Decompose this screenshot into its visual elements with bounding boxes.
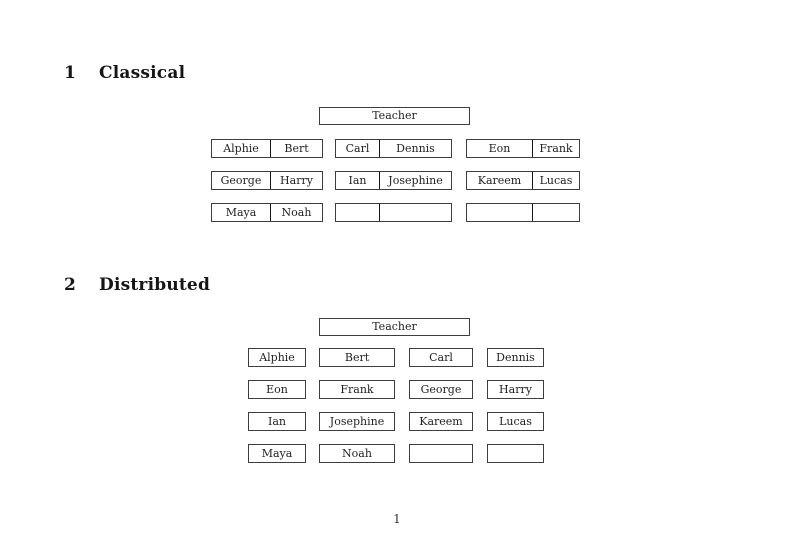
desk: Dennis <box>487 348 544 367</box>
seat <box>379 204 451 221</box>
desk: Kareem Lucas <box>466 171 580 190</box>
desk: George <box>409 380 473 399</box>
seat: Harry <box>270 172 322 189</box>
desk: Bert <box>319 348 395 367</box>
page-number: 1 <box>393 512 401 526</box>
teacher-box: Teacher <box>319 318 470 336</box>
desk: Ian <box>248 412 306 431</box>
seat: Kareem <box>477 174 522 187</box>
seat: Lucas <box>532 172 579 189</box>
section-heading-classical: 1 Classical <box>64 63 185 83</box>
desk: Eon <box>248 380 306 399</box>
seat: George <box>220 174 262 187</box>
desk <box>409 444 473 463</box>
desk: Harry <box>487 380 544 399</box>
desk: Alphie Bert <box>211 139 323 158</box>
desk <box>466 203 580 222</box>
section-number: 1 <box>64 63 77 83</box>
seat: Ian <box>348 174 367 187</box>
desk: George Harry <box>211 171 323 190</box>
seat <box>532 204 579 221</box>
section-number: 2 <box>64 275 77 295</box>
section-title: Classical <box>99 63 186 83</box>
desk: Carl <box>409 348 473 367</box>
seat: Josephine <box>379 172 451 189</box>
seat: Alphie <box>223 142 259 155</box>
seat: Eon <box>488 142 511 155</box>
seat <box>336 204 379 221</box>
desk: Maya <box>248 444 306 463</box>
desk <box>487 444 544 463</box>
desk: Carl Dennis <box>335 139 452 158</box>
teacher-box: Teacher <box>319 107 470 125</box>
seat: Noah <box>270 204 322 221</box>
desk: Kareem <box>409 412 473 431</box>
seat: Dennis <box>379 140 451 157</box>
seat <box>467 204 532 221</box>
section-heading-distributed: 2 Distributed <box>64 275 210 295</box>
seat: Maya <box>225 206 257 219</box>
desk: Lucas <box>487 412 544 431</box>
section-title: Distributed <box>99 275 211 295</box>
desk: Alphie <box>248 348 306 367</box>
desk: Ian Josephine <box>335 171 452 190</box>
desk: Noah <box>319 444 395 463</box>
seat: Carl <box>345 142 370 155</box>
desk: Josephine <box>319 412 395 431</box>
seat: Frank <box>532 140 579 157</box>
desk: Eon Frank <box>466 139 580 158</box>
seat: Bert <box>270 140 322 157</box>
desk: Frank <box>319 380 395 399</box>
desk <box>335 203 452 222</box>
desk: Maya Noah <box>211 203 323 222</box>
